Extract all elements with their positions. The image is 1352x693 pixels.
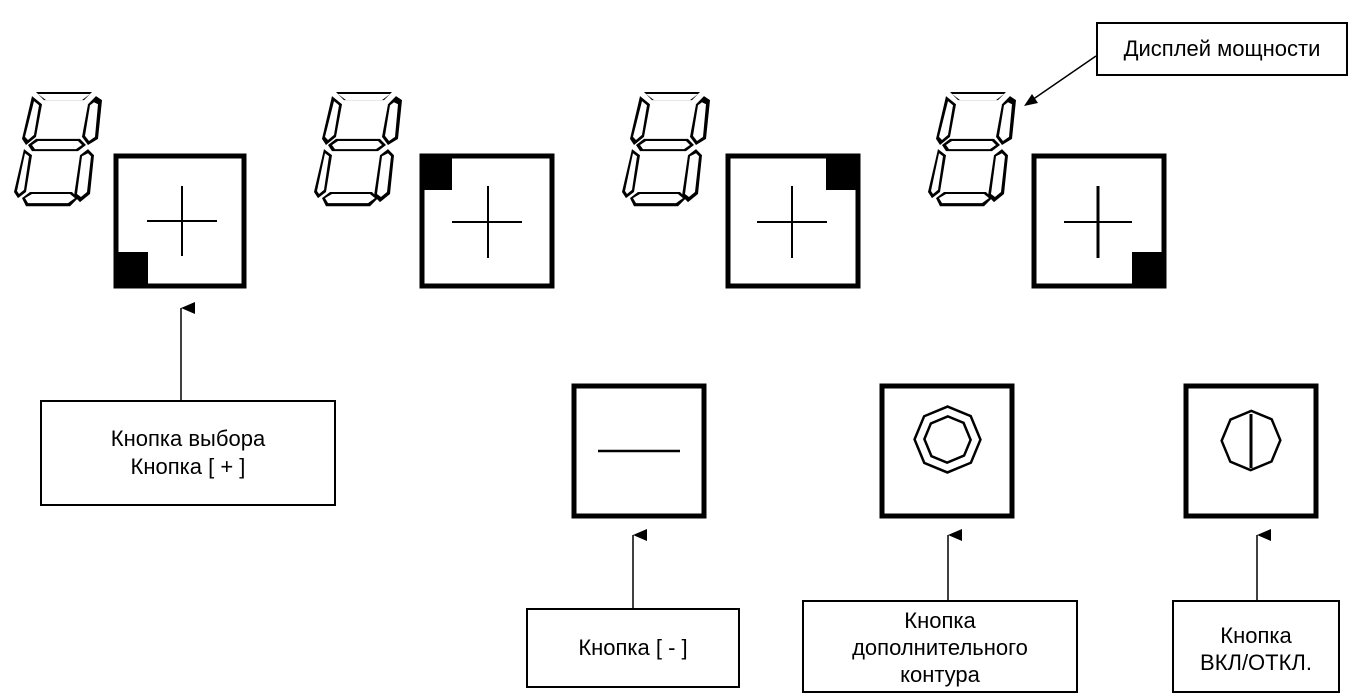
- select-plus-button[interactable]: [725, 153, 861, 289]
- zone-2: [314, 92, 555, 289]
- double-octagon-icon: [913, 405, 982, 474]
- power-display-digit: [622, 92, 710, 207]
- select-button-label: Кнопка выбора Кнопка [ + ]: [40, 400, 336, 506]
- power-display-label: Дисплей мощности: [1096, 22, 1348, 76]
- extra-circuit-button[interactable]: [879, 383, 1015, 519]
- zone-indicator: [1132, 252, 1162, 284]
- zone-4: [928, 92, 1167, 289]
- power-display-digit: [928, 92, 1016, 207]
- extra-circuit-button-label: Кнопка дополнительного контура: [802, 600, 1078, 693]
- power-icon: [1220, 409, 1282, 472]
- select-plus-button[interactable]: [419, 153, 555, 289]
- zone-indicator: [424, 158, 452, 190]
- zone-3: [622, 92, 861, 289]
- onoff-button[interactable]: [1183, 383, 1319, 519]
- power-display-digit: [14, 92, 102, 207]
- minus-button-label: Кнопка [ - ]: [526, 608, 740, 688]
- zone-1: [14, 92, 247, 289]
- pointer-arrows: [180, 55, 1271, 608]
- zone-indicator: [118, 252, 148, 284]
- onoff-button-label: Кнопка ВКЛ/ОТКЛ.: [1172, 600, 1340, 693]
- zone-indicator: [826, 158, 856, 190]
- select-plus-button[interactable]: [1031, 153, 1167, 289]
- power-display-digit: [314, 92, 402, 207]
- select-plus-button[interactable]: [113, 153, 247, 289]
- minus-button[interactable]: [571, 383, 707, 519]
